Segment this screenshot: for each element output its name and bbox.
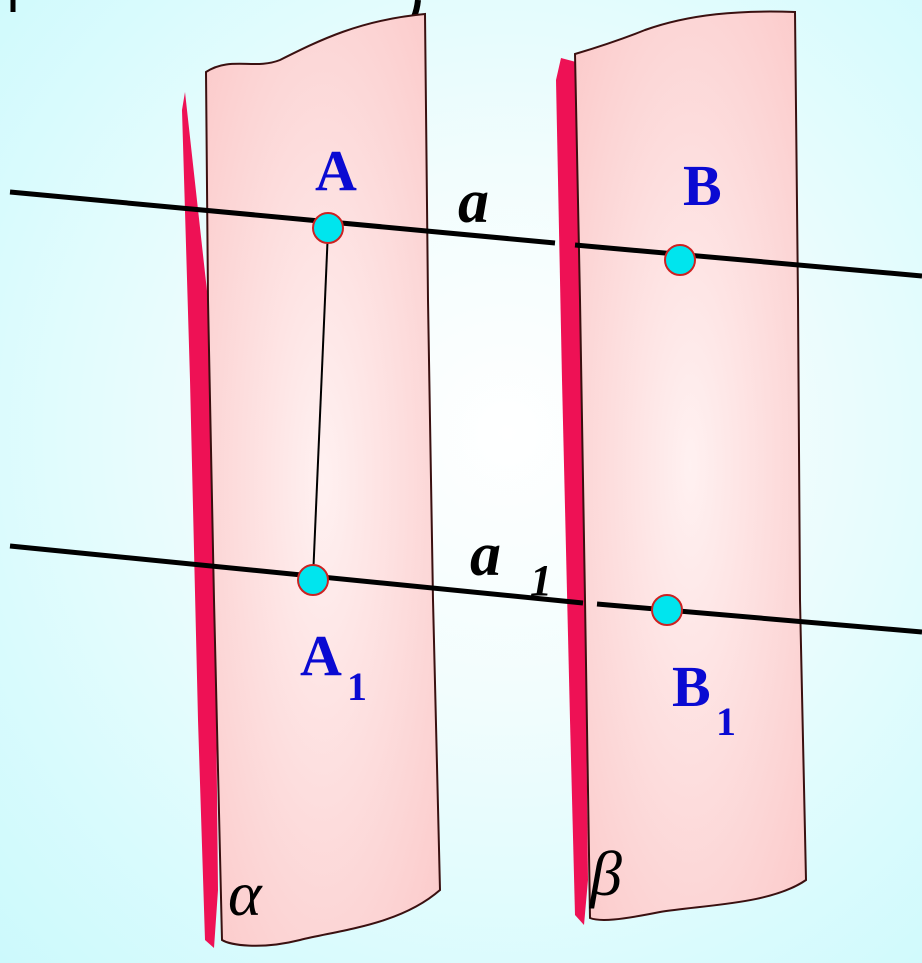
plane-alpha-shadow [182,92,218,948]
plane-alpha-body [204,12,442,947]
plane-beta-shadow [556,58,588,925]
line-a-label: a [458,168,489,236]
point-B1-label: B1 [672,654,736,744]
point-B-dot [664,244,696,276]
plane-alpha: α [182,12,442,948]
line-a-right-segment [574,242,922,279]
point-B1: B1 [651,594,736,744]
point-A-dot [312,212,344,244]
point-A: A [312,138,357,244]
line-a-left-segment [9,189,556,246]
plane-beta-label: β [588,838,622,909]
point-B: B [664,153,722,276]
cropped-top-text [10,0,421,33]
line-a1-left-segment [9,543,584,606]
segment-AA1 [312,229,329,579]
point-A1-dot [297,564,329,596]
line-a: a [9,168,922,279]
point-A-label: A [315,138,357,203]
point-B1-dot [651,594,683,626]
point-B-label: B [683,153,722,218]
plane-alpha-label: α [228,858,263,929]
plane-beta-body [573,10,808,921]
plane-beta: β [556,10,808,925]
